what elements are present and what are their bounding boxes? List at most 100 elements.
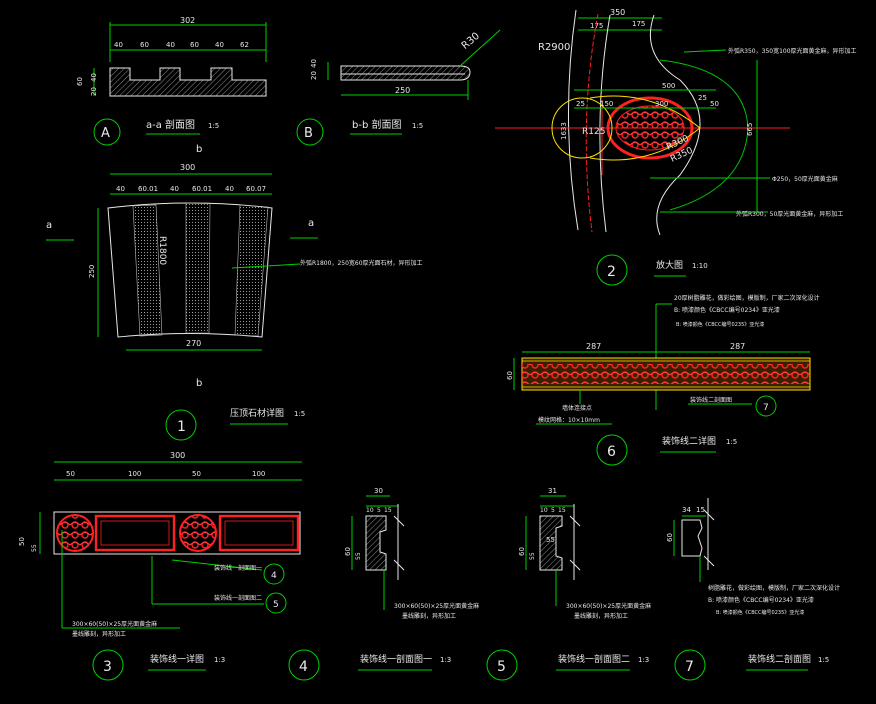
dim-6-height: 60	[506, 371, 514, 380]
detail-6-decorative-line: 20厚树脂雕花，做彩绘图，模版制，厂家二次深化设计 B: 喷漆颜色《CBCC编号…	[506, 294, 820, 466]
dim-3-sub-4: 100	[252, 470, 265, 478]
dim-2-300: 300	[655, 100, 668, 108]
note-2-outer-arc: 外弧R350，350宽100厚光面黄金麻，异形加工	[728, 47, 857, 55]
dim-1-total: 300	[180, 163, 195, 172]
dim-1-height: 250	[88, 265, 96, 278]
dim-2-500: 500	[662, 82, 675, 90]
marker-5: 5	[273, 600, 279, 610]
detail-6-title: 装饰线二详图	[662, 435, 716, 447]
panel-1	[94, 514, 176, 552]
detail-7-section: 34 15 60 树脂雕花，做彩绘图，模版制，厂家二次深化设计 B: 喷漆颜色《…	[666, 498, 840, 681]
profile-b-shape	[340, 65, 471, 81]
dim-a-side-2: 20	[90, 87, 98, 96]
profile-7	[681, 519, 703, 557]
dim-1-bottom: 270	[186, 339, 201, 348]
section-mark-a-left: a	[46, 220, 52, 231]
dim-2-25b: 25	[698, 94, 707, 102]
detail-5-title: 装饰线一剖面图二	[558, 653, 630, 665]
detail-b-scale: 1:5	[412, 122, 423, 130]
dim-b-length: 250	[395, 86, 410, 95]
detail-b-section: R30 20 40 250 B b-b 剖面图 1:5	[296, 29, 501, 146]
detail-2-id-circle	[596, 254, 628, 286]
dim-a-sub-3: 40	[166, 41, 175, 49]
note-7-paint-2: B: 喷漆颜色《CBCC编号0235》亚光漆	[716, 609, 804, 616]
dim-b-side-2: 40	[310, 59, 318, 68]
detail-7-title: 装饰线二剖面图	[748, 653, 811, 665]
dim-7-b: 15	[696, 506, 705, 514]
note-3-material: 300×60(50)×25厚光面黄金麻	[72, 620, 157, 628]
dim-4-top: 30	[374, 487, 383, 495]
detail-6-id-circle	[596, 434, 628, 466]
profile-5	[539, 515, 563, 571]
detail-4-id: 4	[299, 659, 308, 675]
dim-2-25a: 25	[576, 100, 585, 108]
dim-4-side: 60	[344, 547, 352, 556]
note-5-material: 300×60(50)×25厚光面黄金麻	[566, 602, 651, 610]
detail-3-id-circle	[92, 649, 124, 681]
dim-1-sub-2: 60.01	[138, 185, 158, 193]
dim-4-b: 5	[377, 507, 381, 514]
note-6-resin: 20厚树脂雕花，做彩绘图，模版制，厂家二次深化设计	[674, 294, 820, 302]
dim-2-r125: R125	[582, 127, 605, 137]
dim-5-mid: 55	[546, 536, 555, 544]
dim-6-left: 287	[586, 342, 601, 351]
marker-5-circle	[265, 592, 287, 614]
detail-3-id: 3	[103, 659, 112, 675]
dim-4-c: 15	[384, 507, 392, 514]
detail-2-id: 2	[607, 264, 616, 280]
note-3-process: 墨线雕刻，异形加工	[72, 630, 126, 638]
dim-a-side-3: 40	[90, 73, 98, 82]
dim-a-total: 302	[180, 16, 195, 25]
detail-a-id-circle	[93, 118, 121, 146]
note-6-section-ref: 装饰线二剖面图	[690, 396, 732, 404]
dim-7-a: 34	[682, 506, 691, 514]
wall-curve-inner	[599, 14, 611, 233]
marker-4: 4	[271, 571, 277, 581]
note-7-paint-1: B: 喷漆颜色《CBCC编号0234》亚光漆	[708, 596, 814, 604]
stone-groove-1	[132, 204, 163, 337]
dim-a-sub-1: 40	[114, 41, 123, 49]
detail-1-id-circle	[165, 409, 197, 441]
note-6-joint: 墙体连接点	[562, 404, 592, 412]
dim-7-height: 60	[666, 533, 674, 542]
dim-3-side-2: 55	[31, 544, 38, 552]
detail-1-coping-stone: b 300 40 60.01 40 60.01 40 60.07 R1800 外…	[46, 144, 423, 441]
frieze-1-outline	[53, 511, 301, 555]
note-6-grid: 模纹网格：10×10mm	[538, 416, 600, 424]
dim-2-r2900: R2900	[538, 42, 570, 53]
dim-2-sub-1: 175	[590, 22, 603, 30]
detail-4-id-circle	[288, 649, 320, 681]
detail-1-scale: 1:5	[294, 410, 305, 418]
dim-2-50: 50	[710, 100, 719, 108]
dim-3-sub-1: 50	[66, 470, 75, 478]
dim-3-sub-3: 50	[192, 470, 201, 478]
note-3-section-1: 装饰线一剖面图一	[214, 564, 262, 572]
ornament-ellipse	[606, 96, 694, 160]
note-1-material: 外弧R1800，250宽60厚光面石材，异形加工	[300, 259, 423, 267]
dim-2-sub-2: 175	[632, 20, 645, 28]
detail-1-id: 1	[177, 419, 186, 435]
detail-7-id-circle	[674, 649, 706, 681]
note-3-section-2: 装饰线一剖面图二	[214, 594, 262, 602]
note-4-material: 300×60(50)×25厚光面黄金麻	[394, 602, 479, 610]
dim-1-sub-3: 40	[170, 185, 179, 193]
dim-3-sub-2: 100	[128, 470, 141, 478]
detail-b-title: b-b 剖面图	[352, 118, 401, 131]
wall-curve-outer	[567, 9, 579, 231]
detail-2-scale: 1:10	[692, 262, 708, 270]
note-6-paint-2: B: 喷漆颜色《CBCC编号0235》亚光漆	[676, 321, 764, 328]
section-mark-b-top: b	[196, 144, 202, 155]
detail-3-decorative-line: 300 50 100 50 100 50 55 4 装饰线一剖面图一 5 装饰线…	[18, 451, 302, 681]
detail-7-id: 7	[685, 659, 694, 675]
arc-profile	[649, 14, 701, 236]
dim-6-right: 287	[730, 342, 745, 351]
dim-3-side-1: 50	[18, 537, 26, 546]
detail-3-scale: 1:3	[214, 656, 225, 664]
dim-1-sub-5: 40	[225, 185, 234, 193]
note-4-process: 墨线雕刻，异形加工	[402, 612, 456, 620]
dim-5-b: 5	[551, 507, 555, 514]
dim-5-side-2: 55	[529, 552, 536, 560]
section-mark-a-right: a	[308, 218, 314, 229]
profile-a-shape	[109, 67, 267, 97]
